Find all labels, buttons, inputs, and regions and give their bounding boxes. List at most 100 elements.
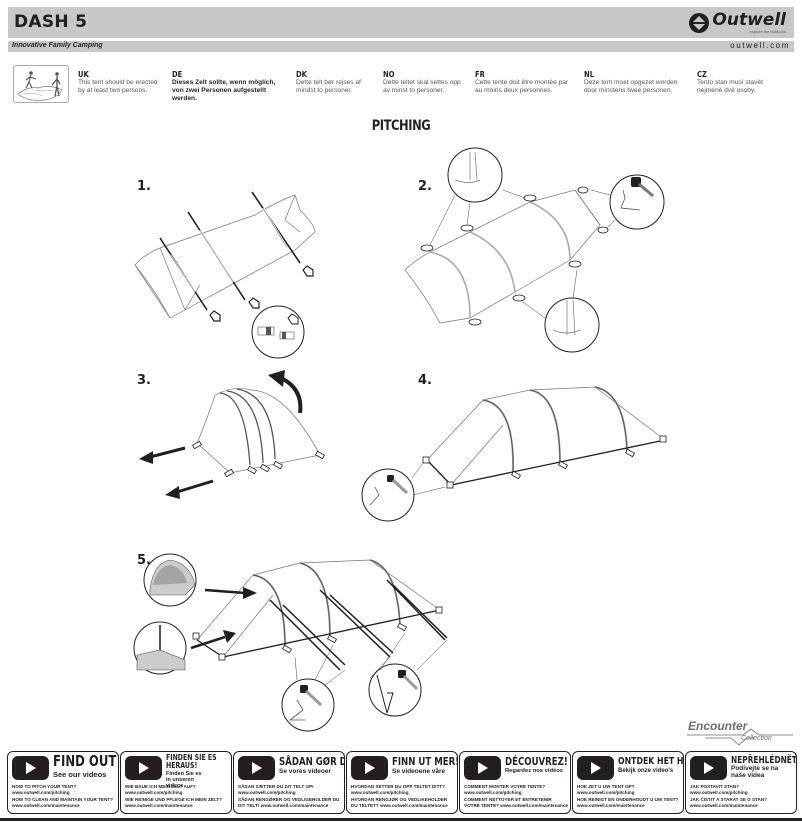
video-question-2: WIE REINIGE UND PFLEGE ICH MEIN ZELT? bbox=[125, 797, 222, 802]
video-card-uk[interactable]: FIND OUT! See our videos HOW TO PITCH YO… bbox=[7, 751, 119, 814]
product-title: DASH 5 bbox=[14, 12, 88, 32]
subheader-bar: Innovative Family Camping outwell.com bbox=[8, 41, 794, 52]
collection-name: Encounter bbox=[688, 719, 748, 733]
video-card-title: NEPŘEHLÉDNĚTE! bbox=[731, 755, 797, 766]
brand-tagline: explore the outdoors bbox=[749, 29, 786, 34]
lang-text: Dette teltet skal settes opp av minst to… bbox=[383, 79, 461, 94]
lang-code: DE bbox=[172, 70, 183, 79]
video-card-title: ONTDEK HET HIER! bbox=[618, 756, 684, 767]
video-link-maintenance[interactable]: www.outwell.com/maintenance bbox=[125, 803, 193, 808]
lang-text: Tento stan musí stavět nejméně dvě osoby… bbox=[697, 79, 763, 94]
video-question-1: JAK POSTAVIT STAN? bbox=[690, 784, 740, 789]
lang-text: Cette tente doit être montée par au moin… bbox=[475, 79, 569, 94]
video-link-pitching[interactable]: www.outwell.com/pitching bbox=[351, 790, 409, 795]
notice-de: DE Dieses Zelt sollte, wenn möglich, von… bbox=[172, 70, 282, 103]
notice-no: NO Dette teltet skal settes opp av minst… bbox=[383, 70, 493, 95]
video-question-1: HVORDAN SETTER DU OPP TELTET DITT? bbox=[351, 784, 446, 789]
website-link[interactable]: outwell.com bbox=[730, 41, 790, 50]
video-question-2: SÅDAN RENGØRER OG VEDLIGEHOLDER DU bbox=[238, 797, 340, 802]
video-card-title: FINDEN SIE ES HERAUS! bbox=[166, 753, 217, 770]
two-persons-erecting-tent-icon bbox=[13, 65, 69, 103]
lang-code: CZ bbox=[697, 70, 707, 79]
step-3-illustration bbox=[125, 365, 345, 510]
video-link-pitching[interactable]: www.outwell.com/pitching bbox=[12, 790, 70, 795]
video-question-2: HOW TO CLEAN AND MAINTAIN YOUR TENT? bbox=[12, 797, 113, 802]
lang-code: DK bbox=[296, 70, 307, 79]
video-card-title: FIND OUT! bbox=[53, 752, 119, 770]
lang-code: NO bbox=[383, 70, 395, 79]
video-card-subtitle: Podívejte se na naše videa bbox=[731, 765, 779, 779]
video-card-de[interactable]: FINDEN SIE ES HERAUS! Finden Sie es in u… bbox=[120, 751, 232, 814]
lang-code: NL bbox=[584, 70, 595, 79]
video-link-maintenance[interactable]: DIT TELT! www.outwell.com/maintenance bbox=[238, 803, 329, 808]
video-link-maintenance[interactable]: www.outwell.com/maintenance bbox=[12, 803, 80, 808]
video-link-pitching[interactable]: www.outwell.com/pitching bbox=[690, 790, 748, 795]
video-card-fr[interactable]: DÉCOUVREZ! Regardez nos vidéos COMMENT M… bbox=[459, 751, 571, 814]
brand-subtitle: Innovative Family Camping bbox=[12, 42, 103, 49]
video-link-maintenance[interactable]: DU TELTET? www.outwell.com/maintenance bbox=[351, 803, 448, 808]
encounter-collection-logo: Encounter Collection bbox=[685, 718, 795, 748]
play-icon[interactable] bbox=[125, 756, 162, 780]
video-question-1: COMMENT MONTER VOTRE TENTE? bbox=[464, 784, 546, 789]
video-question-2: HOE REINIGT EN ONDERHOUDT U UW TENT? bbox=[577, 797, 679, 802]
notice-dk: DK Dette telt bør rejses af mindst to pe… bbox=[296, 70, 406, 95]
video-card-subtitle: See our videos bbox=[53, 770, 107, 779]
step-1-illustration bbox=[125, 170, 345, 360]
outwell-logo-icon bbox=[689, 13, 710, 33]
video-link-pitching[interactable]: www.outwell.com/pitching bbox=[238, 790, 296, 795]
step-1-number: 1. bbox=[137, 179, 151, 194]
video-card-subtitle: Se vores videoer bbox=[279, 768, 332, 775]
notice-fr: FR Cette tente doit être montée par au m… bbox=[475, 70, 585, 95]
video-link-pitching[interactable]: www.outwell.com/pitching bbox=[125, 790, 183, 795]
outwell-logo: Outwell explore the outdoors bbox=[689, 10, 786, 36]
play-icon[interactable] bbox=[690, 756, 727, 780]
video-link-maintenance[interactable]: www.outwell.com/maintenance bbox=[577, 803, 645, 808]
video-card-subtitle: Finden Sie es in unseren videos bbox=[166, 771, 202, 789]
notice-uk: UK This tent should be erected by at lea… bbox=[78, 70, 188, 95]
video-card-dk[interactable]: SÅDAN GØR DU! Se vores videoer SÅDAN SÆT… bbox=[233, 751, 345, 814]
lang-text: Dette telt bør rejses af mindst to perso… bbox=[296, 79, 361, 94]
step-3-number: 3. bbox=[137, 373, 151, 388]
lang-text: This tent should be erected by at least … bbox=[78, 79, 158, 94]
play-icon[interactable] bbox=[12, 756, 49, 780]
video-card-subtitle: Bekijk onze video's bbox=[618, 768, 674, 774]
step-2-illustration bbox=[395, 140, 675, 360]
video-card-title: FINN UT MER! bbox=[392, 755, 458, 768]
play-icon[interactable] bbox=[351, 756, 388, 780]
video-card-title: SÅDAN GØR DU! bbox=[279, 755, 344, 768]
header-bar: DASH 5 Outwell explore the outdoors bbox=[8, 7, 794, 38]
video-question-1: HOW TO PITCH YOUR TENT? bbox=[12, 784, 77, 789]
video-card-subtitle: Regardez nos vidéos bbox=[505, 768, 563, 774]
notice-nl: NL Deze tent moet opgezet worden door mi… bbox=[584, 70, 694, 95]
footer-divider bbox=[0, 818, 802, 821]
video-card-subtitle: Se videoene våre bbox=[392, 768, 446, 775]
video-link-pitching[interactable]: www.outwell.com/pitching bbox=[464, 790, 522, 795]
video-question-2: COMMENT NETTOYER ET ENTRETENIR bbox=[464, 797, 552, 802]
video-question-2: JAK ČISTIT A STARAT SE O STAN? bbox=[690, 797, 767, 802]
step-4-number: 4. bbox=[418, 373, 432, 388]
play-icon[interactable] bbox=[238, 756, 275, 780]
lang-code: FR bbox=[475, 70, 485, 79]
play-icon[interactable] bbox=[464, 756, 501, 780]
step-2-number: 2. bbox=[418, 179, 432, 194]
play-icon[interactable] bbox=[577, 756, 614, 780]
video-card-title: DÉCOUVREZ! bbox=[505, 755, 568, 768]
lang-text: Deze tent moet opgezet worden door minst… bbox=[584, 79, 678, 94]
video-question-1: HOE ZET U UW TENT OP? bbox=[577, 784, 635, 789]
video-link-maintenance[interactable]: VOTRE TENTE? www.outwell.com/maintenance bbox=[464, 803, 568, 808]
lang-text: Dieses Zelt sollte, wenn möglich, von zw… bbox=[172, 79, 276, 102]
video-card-nl[interactable]: ONTDEK HET HIER! Bekijk onze video's HOE… bbox=[572, 751, 684, 814]
video-card-cz[interactable]: NEPŘEHLÉDNĚTE! Podívejte se na naše vide… bbox=[685, 751, 797, 814]
lang-code: UK bbox=[78, 70, 89, 79]
step-5-number: 5. bbox=[137, 553, 151, 568]
video-link-pitching[interactable]: www.outwell.com/pitching bbox=[577, 790, 635, 795]
step-5-illustration bbox=[125, 545, 465, 745]
video-link-maintenance[interactable]: www.outwell.com/maintenance bbox=[690, 803, 758, 808]
video-question-2: HVORDAN RENGJØR OG VEDLIKEHOLDER bbox=[351, 797, 448, 802]
video-question-1: SÅDAN SÆTTER DU DIT TELT OP! bbox=[238, 784, 314, 789]
section-title: PITCHING bbox=[371, 118, 431, 134]
video-question-1: WIE BAUE ICH MEIN ZELT AUF? bbox=[125, 784, 196, 789]
video-card-no[interactable]: FINN UT MER! Se videoene våre HVORDAN SE… bbox=[346, 751, 458, 814]
collection-label: Collection bbox=[741, 735, 772, 742]
step-4-illustration bbox=[355, 365, 675, 522]
